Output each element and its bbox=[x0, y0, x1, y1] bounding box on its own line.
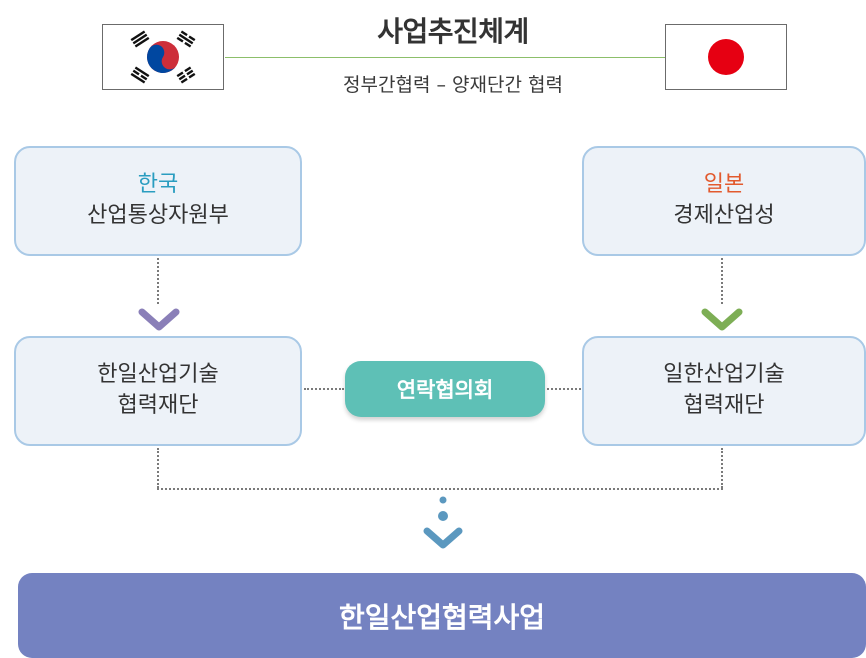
japan-country-label: 일본 bbox=[703, 172, 745, 198]
result-program-bar: 한일산업협력사업 bbox=[18, 573, 866, 658]
japan-connector-line bbox=[721, 258, 723, 304]
japan-flag-icon bbox=[665, 24, 787, 90]
council-connector-right bbox=[547, 388, 581, 390]
chevron-down-icon bbox=[138, 308, 180, 331]
korea-ministry-box: 한국 산업통상자원부 bbox=[14, 146, 302, 256]
korea-foundation-line1: 한일산업기술 bbox=[97, 362, 219, 388]
korea-country-label: 한국 bbox=[137, 172, 179, 198]
japan-foundation-box: 일한산업기술 협력재단 bbox=[582, 336, 866, 446]
chevron-down-icon bbox=[701, 308, 743, 331]
liaison-council-box: 연락협의회 bbox=[345, 361, 545, 417]
down-arrow-icon bbox=[423, 496, 463, 549]
japan-ministry-label: 경제산업성 bbox=[673, 203, 775, 228]
korea-foundation-box: 한일산업기술 협력재단 bbox=[14, 336, 302, 446]
japan-foundation-line2: 협력재단 bbox=[683, 393, 765, 418]
japan-ministry-box: 일본 경제산업성 bbox=[582, 146, 866, 256]
korea-connector-line bbox=[157, 258, 159, 304]
japan-down-line bbox=[721, 448, 723, 488]
header-line-left bbox=[225, 57, 665, 58]
page-subtitle: 정부간협력 – 양재단간 협력 bbox=[343, 74, 563, 96]
korea-foundation-line2: 협력재단 bbox=[117, 393, 199, 418]
council-connector-left bbox=[304, 388, 344, 390]
korea-down-line bbox=[157, 448, 159, 488]
bottom-bracket-line bbox=[157, 488, 723, 490]
page-title: 사업추진체계 bbox=[377, 15, 529, 48]
japan-foundation-line1: 일한산업기술 bbox=[663, 362, 785, 388]
korea-flag-icon bbox=[102, 24, 224, 90]
korea-ministry-label: 산업통상자원부 bbox=[87, 203, 229, 228]
